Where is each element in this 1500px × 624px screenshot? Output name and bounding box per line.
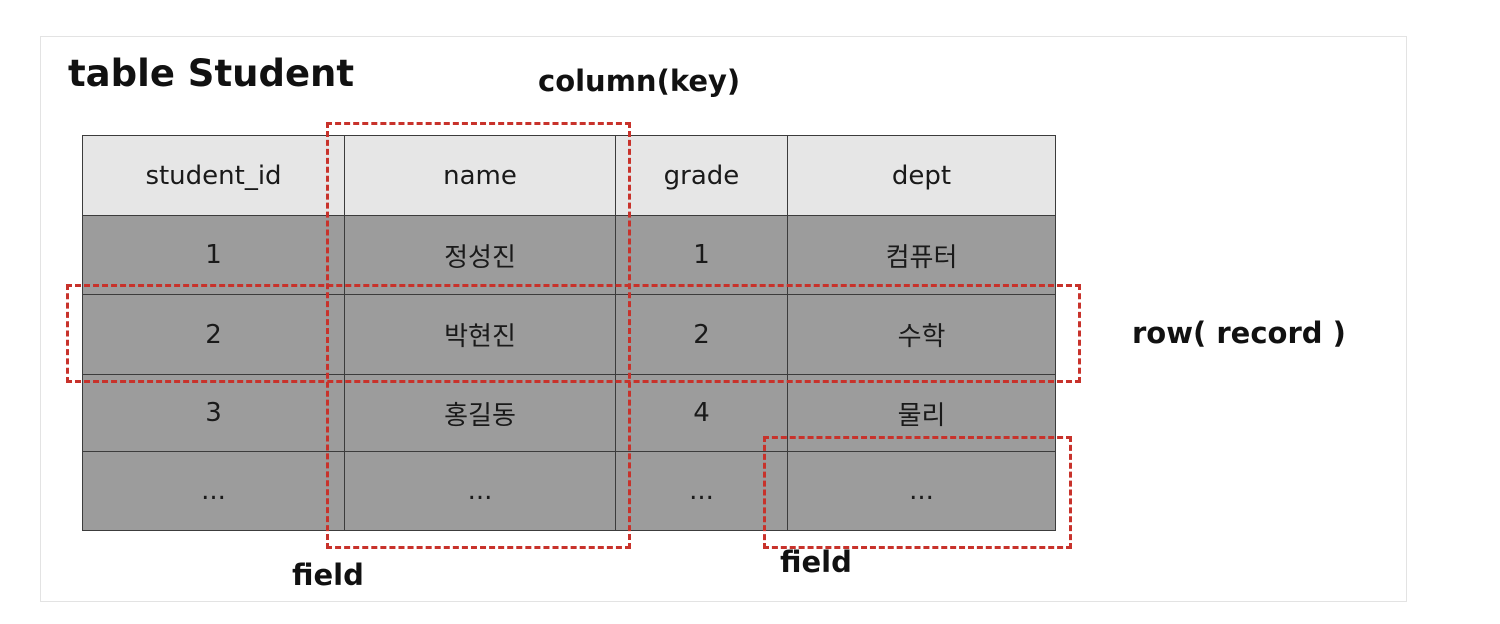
header-cell-dept: dept <box>787 135 1056 216</box>
header-cell-student-id: student_id <box>82 135 345 216</box>
table-cell: 박현진 <box>344 294 616 375</box>
table-cell: 2 <box>82 294 345 375</box>
field-label-column: field <box>292 558 364 592</box>
row-record-label: row( record ) <box>1132 316 1346 350</box>
table-cell: 홍길동 <box>344 374 616 452</box>
table-cell: 1 <box>615 215 788 295</box>
table-cell: ... <box>82 451 345 531</box>
diagram-title: table Student <box>68 52 355 95</box>
table-cell: 2 <box>615 294 788 375</box>
table-cell: 컴퓨터 <box>787 215 1056 295</box>
table-cell: ... <box>787 451 1056 531</box>
table-cell: ... <box>615 451 788 531</box>
table-cell: 물리 <box>787 374 1056 452</box>
table-cell: 4 <box>615 374 788 452</box>
table-cell: ... <box>344 451 616 531</box>
table-cell: 정성진 <box>344 215 616 295</box>
column-key-label: column(key) <box>538 64 741 98</box>
header-cell-grade: grade <box>615 135 788 216</box>
table-cell: 3 <box>82 374 345 452</box>
table-cell: 수학 <box>787 294 1056 375</box>
table-cell: 1 <box>82 215 345 295</box>
header-cell-name: name <box>344 135 616 216</box>
field-label-cell: field <box>780 545 852 579</box>
